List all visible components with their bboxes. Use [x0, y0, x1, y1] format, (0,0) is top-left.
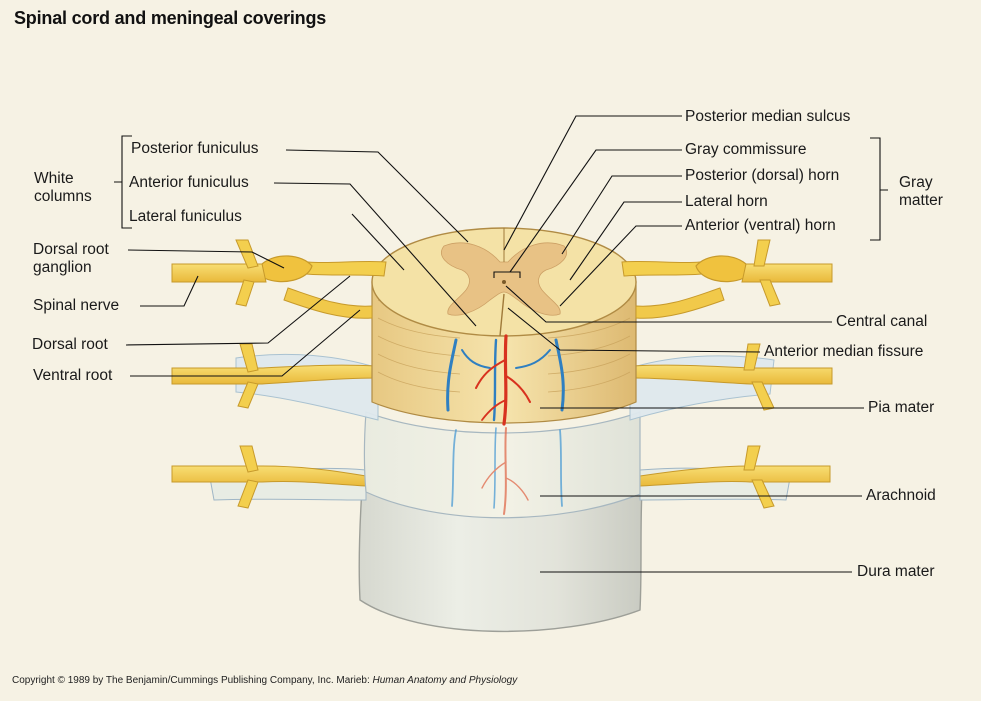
label-ventral-root: Ventral root — [33, 367, 113, 384]
upper-nerves — [171, 239, 833, 319]
vein — [492, 338, 498, 422]
label-white-columns-line2: columns — [34, 188, 92, 205]
label-dorsal-root-ganglion-line2: ganglion — [33, 259, 92, 276]
left-dorsal-root — [305, 260, 387, 277]
left-nerve-branch-down — [235, 279, 255, 307]
label-gray-matter: Gray matter — [899, 174, 943, 210]
label-anterior-funiculus: Anterior funiculus — [129, 174, 249, 191]
gray-matter-butterfly — [441, 242, 567, 316]
leader-central-canal — [505, 285, 832, 323]
leader-lateral-horn — [569, 201, 682, 281]
lower-right-nerve-branch-2 — [751, 479, 775, 509]
middle-left-nerve-branch-2 — [237, 381, 259, 409]
right-dorsal-root — [621, 260, 703, 277]
central-canal-dot — [502, 280, 506, 284]
label-posterior-median-sulcus: Posterior median sulcus — [685, 108, 851, 125]
diagram-title: Spinal cord and meningeal coverings — [14, 8, 327, 28]
vessels — [446, 334, 565, 426]
label-anterior-median-fissure: Anterior median fissure — [764, 343, 924, 360]
label-dorsal-root: Dorsal root — [32, 336, 108, 353]
label-lateral-horn: Lateral horn — [685, 193, 768, 210]
left-spinal-nerve — [171, 263, 267, 283]
copyright-prefix: Copyright © 1989 by The Benjamin/Cumming… — [12, 675, 373, 686]
right-spinal-nerve — [741, 263, 833, 283]
label-white-columns: White columns — [34, 170, 92, 206]
vein — [446, 338, 458, 412]
right-dorsal-root-ganglion — [695, 255, 747, 283]
vein — [515, 349, 551, 369]
vein — [554, 338, 565, 412]
artery — [481, 399, 507, 421]
leader-gray-commissure — [509, 149, 682, 273]
leader-lateral-funiculus — [351, 213, 405, 271]
label-gray-matter-line1: Gray — [899, 174, 933, 191]
left-ventral-root — [283, 287, 373, 319]
label-arachnoid: Arachnoid — [866, 487, 936, 504]
bracket-white-columns — [114, 135, 132, 229]
bracket-gray-matter — [870, 137, 888, 241]
vein — [461, 349, 491, 369]
leader-ventral-root — [130, 309, 361, 377]
lower-nerves — [171, 445, 831, 509]
leader-posterior-funiculus — [285, 149, 469, 243]
leader-anterior-horn — [559, 225, 682, 307]
label-lateral-funiculus: Lateral funiculus — [129, 208, 242, 225]
leader-dorsal-root-ganglion — [127, 249, 285, 269]
artery — [505, 375, 531, 403]
leader-anterior-funiculus — [273, 182, 477, 327]
leader-posterior-median-sulcus — [503, 115, 682, 251]
copyright-book-title: Human Anatomy and Physiology — [372, 675, 518, 686]
label-gray-matter-line2: matter — [899, 192, 943, 209]
label-dorsal-root-ganglion: Dorsal root ganglion — [33, 241, 109, 277]
lower-left-nerve-branch-2 — [237, 479, 259, 509]
right-nerve-branch-up — [753, 239, 771, 267]
anterior-median-fissure-line — [499, 293, 505, 337]
copyright-notice: Copyright © 1989 by The Benjamin/Cumming… — [12, 675, 517, 686]
leader-anterior-median-fissure — [507, 307, 761, 353]
label-central-canal: Central canal — [836, 313, 928, 330]
middle-left-nerve-branch — [239, 343, 259, 373]
label-posterior-funiculus: Posterior funiculus — [131, 140, 259, 157]
spinal-cord-body — [371, 227, 637, 515]
label-anterior-horn: Anterior (ventral) horn — [685, 217, 836, 234]
label-dorsal-root-ganglion-line1: Dorsal root — [33, 241, 109, 258]
lower-right-spinal-nerve — [639, 465, 831, 487]
lower-left-nerve-branch — [239, 445, 259, 473]
right-nerve-branch-down — [759, 279, 781, 307]
lower-right-nerve-branch — [743, 445, 761, 471]
arachnoid-vessels — [451, 427, 563, 515]
left-dorsal-root-ganglion — [261, 255, 313, 283]
artery — [475, 359, 506, 389]
leader-dorsal-root — [125, 275, 351, 346]
label-gray-commissure: Gray commissure — [685, 141, 807, 158]
label-posterior-horn: Posterior (dorsal) horn — [685, 167, 840, 184]
label-white-columns-line1: White — [34, 170, 74, 187]
right-ventral-root — [635, 287, 725, 319]
middle-right-nerve-branch — [743, 343, 761, 371]
leader-spinal-nerve — [140, 275, 199, 307]
middle-left-nerve-sheath — [235, 353, 379, 421]
label-dura-mater: Dura mater — [857, 563, 935, 580]
middle-nerves — [171, 343, 833, 421]
label-spinal-nerve: Spinal nerve — [33, 297, 120, 314]
leader-lines — [114, 115, 888, 573]
middle-right-spinal-nerve — [631, 364, 833, 385]
leader-posterior-horn — [561, 175, 682, 255]
label-pia-mater: Pia mater — [868, 399, 935, 416]
bracket-gray-commissure-mark — [493, 271, 521, 278]
left-nerve-branch-up — [235, 239, 259, 269]
artery — [502, 334, 508, 426]
